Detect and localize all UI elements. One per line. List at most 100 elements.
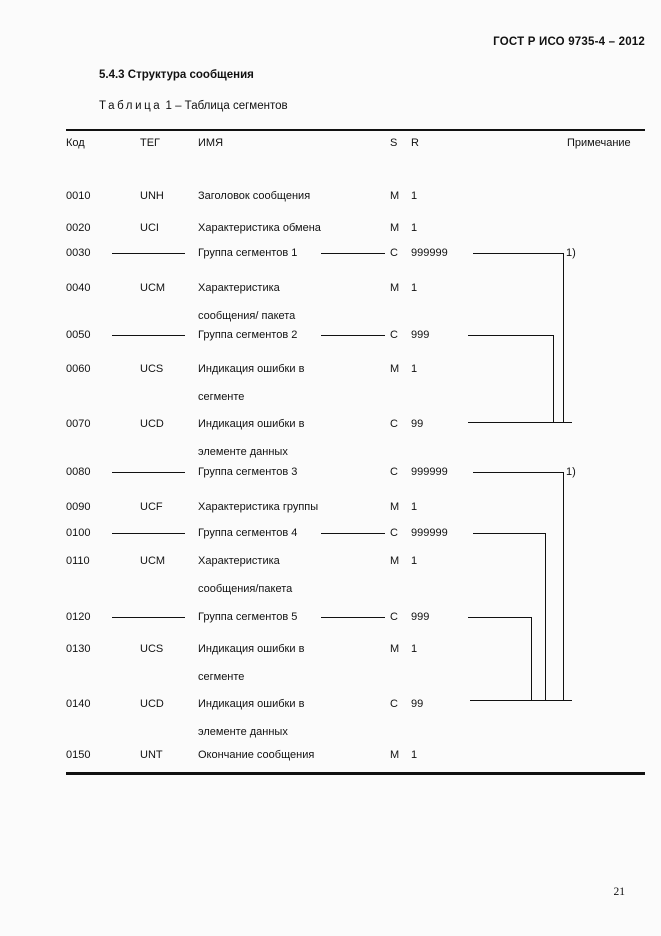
cell-name-line2: сообщения/пакета [198,583,293,595]
cell-r: 1 [411,363,418,375]
cell-name: Характеристика обмена [198,222,321,234]
cell-tag: UCI [140,222,159,234]
cell-r: 999999 [411,466,448,478]
cell-tag: UCM [140,555,166,567]
cell-name: Характеристика [198,555,280,567]
cell-name: Заголовок сообщения [198,190,311,202]
cell-r: 99 [411,698,424,710]
cell-name-line2: сегменте [198,671,245,683]
column-header-tag: ТЕГ [140,137,161,149]
cell-code: 0100 [66,527,91,539]
cell-tag: UCM [140,282,166,294]
cell-name: Группа сегментов 4 [198,527,298,539]
cell-name: Группа сегментов 5 [198,611,298,623]
column-header-name: ИМЯ [198,137,224,149]
cell-s: M [390,501,400,513]
cell-name: Характеристика [198,282,280,294]
cell-name-line2: сегменте [198,391,245,403]
cell-code: 0070 [66,418,91,430]
cell-code: 0110 [66,555,90,567]
bracket-top-group2 [468,335,554,336]
cell-r: 99 [411,418,424,430]
bracket-top-group5 [468,617,532,618]
cell-r: 999 [411,611,430,623]
page-number: 21 [613,886,626,898]
cell-s: M [390,643,400,655]
cell-name: Индикация ошибки в [198,643,305,655]
bracket-vertical-group4 [545,533,546,701]
cell-s: C [390,247,398,259]
cell-code: 0020 [66,222,91,234]
footnote-marker-2: 1) [566,466,576,478]
bracket-vertical-group5 [531,617,532,701]
cell-code: 0090 [66,501,91,513]
cell-s: C [390,466,398,478]
column-header-s: S [390,137,398,149]
cell-tag: UNT [140,749,163,761]
section-heading: 5.4.3 Структура сообщения [99,69,254,81]
cell-code: 0030 [66,247,91,259]
column-header-code: Код [66,137,85,149]
table-caption-label: Таблица [99,100,163,112]
cell-name: Индикация ошибки в [198,698,305,710]
group-line-left [112,617,185,618]
table-bottom-rule [66,772,645,775]
group-line-mid [321,617,385,618]
cell-r: 1 [411,555,418,567]
cell-tag: UCS [140,643,164,655]
cell-r: 1 [411,643,418,655]
cell-s: M [390,190,400,202]
cell-code: 0140 [66,698,91,710]
cell-name: Группа сегментов 3 [198,466,298,478]
cell-name: Группа сегментов 1 [198,247,298,259]
cell-s: C [390,698,398,710]
bracket-vertical-group1 [563,253,564,423]
cell-s: C [390,329,398,341]
cell-r: 1 [411,282,418,294]
group-line-left [112,472,185,473]
group-line-left [112,335,185,336]
bracket-top-group4 [473,533,546,534]
cell-r: 1 [411,222,418,234]
cell-r: 999 [411,329,430,341]
cell-name: Окончание сообщения [198,749,315,761]
cell-tag: UCF [140,501,163,513]
cell-r: 999999 [411,527,448,539]
cell-name: Индикация ошибки в [198,418,305,430]
cell-code: 0040 [66,282,91,294]
cell-tag: UCD [140,698,164,710]
cell-r: 999999 [411,247,448,259]
bracket-vertical-group2 [553,335,554,423]
cell-s: C [390,527,398,539]
cell-name: Группа сегментов 2 [198,329,298,341]
cell-tag: UCD [140,418,164,430]
bracket-vertical-group3 [563,472,564,701]
cell-code: 0120 [66,611,91,623]
table-caption: Таблица 1 – Таблица сегментов [99,100,288,112]
cell-code: 0050 [66,329,91,341]
document-standard-header: ГОСТ Р ИСО 9735-4 – 2012 [493,36,645,48]
group-line-mid [321,335,385,336]
bracket-bottom-groupA [468,422,572,423]
table-caption-rest: 1 – Таблица сегментов [165,100,288,112]
column-header-note: Примечание [567,137,631,149]
cell-name-line2: сообщения/ пакета [198,310,296,322]
cell-r: 1 [411,749,418,761]
cell-name: Индикация ошибки в [198,363,305,375]
cell-s: M [390,363,400,375]
cell-s: C [390,418,398,430]
cell-name: Характеристика группы [198,501,319,513]
group-line-left [112,533,185,534]
bracket-top-group1 [473,253,564,254]
column-header-r: R [411,137,419,149]
cell-code: 0150 [66,749,91,761]
cell-r: 1 [411,190,418,202]
cell-tag: UCS [140,363,164,375]
cell-code: 0080 [66,466,91,478]
bracket-top-group3 [473,472,564,473]
group-line-left [112,253,185,254]
group-line-mid [321,253,385,254]
cell-s: M [390,222,400,234]
cell-name-line2: элементе данных [198,726,288,738]
